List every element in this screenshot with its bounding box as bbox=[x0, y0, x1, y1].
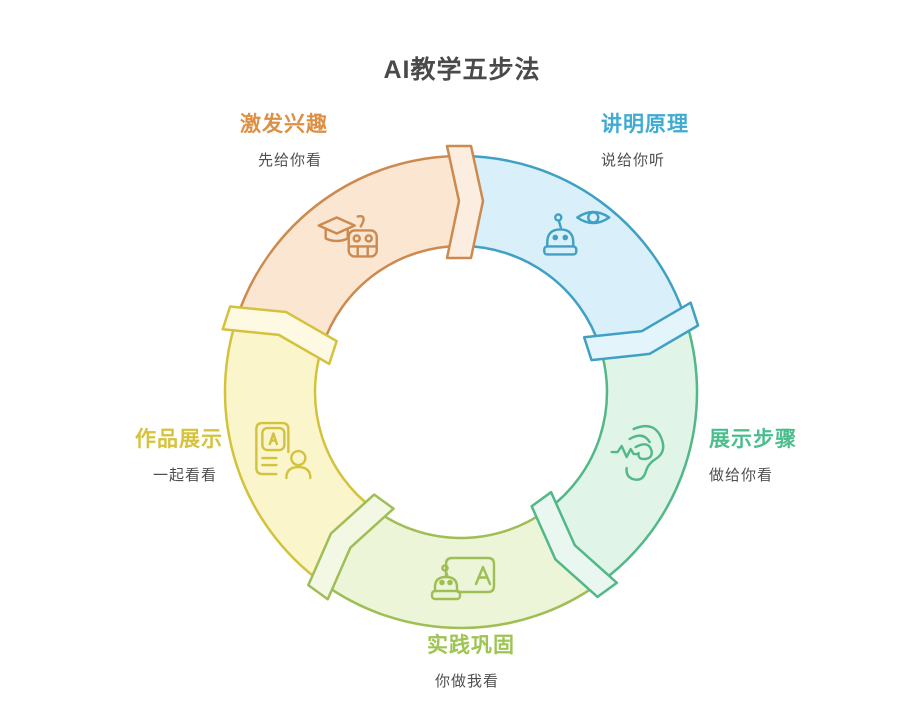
page-title: AI教学五步法 bbox=[383, 56, 541, 84]
card-person-icon bbox=[255, 421, 312, 480]
step-title: 展示步骤 bbox=[709, 428, 797, 451]
step-title: 讲明原理 bbox=[601, 113, 689, 136]
step-title: 作品展示 bbox=[135, 428, 223, 451]
segment-explain-principle bbox=[459, 154, 687, 349]
board-robot-icon bbox=[430, 556, 496, 601]
ear-wave-icon bbox=[610, 425, 665, 481]
grad-cap-robot-icon bbox=[317, 215, 378, 258]
step-title: 激发兴趣 bbox=[240, 113, 328, 136]
step-label-explain-principle: 讲明原理 说给你听 bbox=[601, 112, 689, 170]
arrow-band-explain-principle bbox=[582, 301, 700, 362]
step-sublabel: 做给你看 bbox=[709, 467, 774, 485]
arrow-band-works-showcase bbox=[221, 305, 338, 366]
step-label-practice-consolidate: 实践巩固 你做我看 bbox=[427, 633, 515, 691]
step-sublabel: 先给你看 bbox=[258, 152, 323, 170]
step-label-arouse-interest: 激发兴趣 先给你看 bbox=[240, 112, 328, 170]
arrow-band-arouse-interest bbox=[445, 144, 485, 260]
eye-robot-icon bbox=[543, 210, 611, 256]
step-sublabel: 说给你听 bbox=[601, 152, 666, 170]
step-label-works-showcase: 作品展示 一起看看 bbox=[135, 427, 223, 485]
step-label-show-steps: 展示步骤 做给你看 bbox=[709, 427, 797, 485]
step-sublabel: 一起看看 bbox=[153, 467, 218, 485]
step-title: 实践巩固 bbox=[427, 634, 515, 657]
arrow-band-practice-consolidate bbox=[307, 493, 395, 601]
arrow-band-show-steps bbox=[530, 490, 619, 599]
step-sublabel: 你做我看 bbox=[435, 673, 500, 691]
